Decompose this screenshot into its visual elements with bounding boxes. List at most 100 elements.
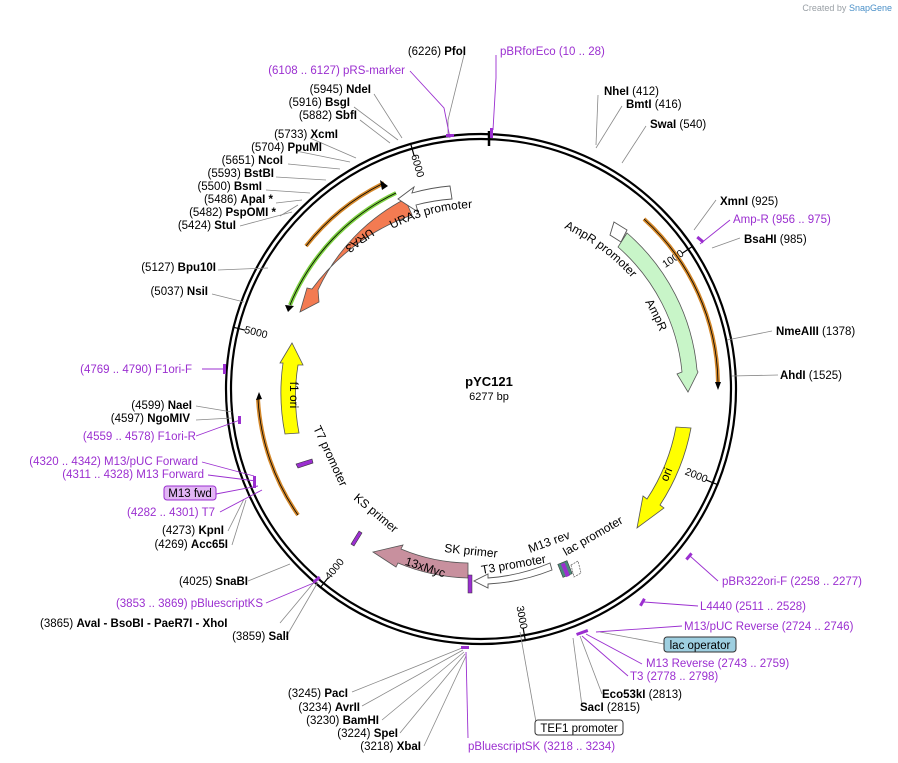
leader-nmeaiii [726, 330, 773, 341]
primer-pbluescriptsk[interactable]: pBluescriptSK (3218 .. 3234) [468, 741, 615, 753]
enzyme-site-left[interactable]: (5037) NsiI [150, 286, 208, 298]
t3-promoter[interactable] [472, 562, 553, 589]
line-amp-r [699, 219, 731, 245]
primer-site-marks [223, 128, 705, 649]
enzyme-site-left[interactable]: (3245) PacI [288, 688, 348, 700]
enzyme-site-left[interactable]: (5424) StuI [178, 220, 236, 232]
mark-pbr322ori-f [685, 552, 693, 561]
enzyme-name: PfoI [444, 46, 466, 58]
m13-rev-mark[interactable] [560, 562, 570, 578]
f1-ori-feature[interactable] [279, 342, 304, 435]
enzyme-site-left[interactable]: (4273) KpnI [162, 525, 224, 537]
plasmid-size: 6277 bp [469, 391, 509, 403]
primer-f1ori-r[interactable]: (4559 .. 4578) F1ori-R [83, 431, 196, 443]
enzyme-position: (5882) [299, 110, 335, 122]
enzyme-site-left[interactable]: (5882) SbfI [299, 110, 357, 122]
enzyme-site-right[interactable]: SacI (2815) [580, 702, 640, 714]
enzyme-position: (2815) [607, 702, 640, 714]
myc-tag[interactable] [371, 544, 469, 579]
enzyme-position: (5945) [310, 84, 346, 96]
enzyme-site-left[interactable]: (5704) PpuMI [251, 142, 322, 154]
leader-ppumi [295, 150, 351, 163]
lac-operator-box[interactable] [663, 636, 737, 653]
ks-primer-mark[interactable] [350, 530, 363, 547]
t7-promoter-mark[interactable] [295, 458, 314, 469]
enzyme-name: PpuMI [288, 142, 323, 154]
enzyme-site-left[interactable]: (5945) NdeI [310, 84, 371, 96]
lac-promoter-arrow[interactable] [570, 560, 582, 578]
enzyme-site-right[interactable]: Eco53kI (2813) [602, 689, 682, 701]
enzyme-name: StuI [214, 220, 236, 232]
enzyme-site-right[interactable]: AhdI (1525) [780, 370, 842, 382]
enzyme-site-left[interactable]: (5651) NcoI [222, 155, 283, 167]
primer-m13-puc-rev[interactable]: M13/pUC Reverse (2724 .. 2746) [684, 621, 854, 633]
enzyme-site-left[interactable]: (5127) Bpu10I [141, 262, 216, 274]
enzyme-site-left[interactable]: (3859) SalI [232, 631, 289, 643]
tick-label: 6000 [408, 153, 426, 179]
enzyme-site-right[interactable]: XmnI (925) [720, 196, 778, 208]
enzyme-position: (5500) [197, 181, 233, 193]
enzyme-site-left[interactable]: (4025) SnaBI [179, 576, 248, 588]
primer-name: M13/pUC Reverse [684, 621, 782, 633]
enzyme-site-left[interactable]: (5500) BsmI [197, 181, 262, 193]
primer-m13-puc-fwd[interactable]: (4320 .. 4342) M13/pUC Forward [29, 456, 198, 468]
enzyme-name: NgoMIV [147, 413, 190, 425]
enzyme-site-left[interactable]: (5486) ApaI * [204, 194, 274, 206]
primer-pbrforeco[interactable]: pBRforEco (10 .. 28) [500, 46, 605, 58]
enzyme-position: (5733) [274, 129, 310, 141]
enzyme-site-left[interactable]: (3218) XbaI [360, 741, 421, 753]
enzyme-site-multi[interactable]: (3865) AvaI - BsoBI - PaeR7I - XhoI [40, 618, 227, 630]
enzyme-site-right[interactable]: NheI (412) [604, 86, 659, 98]
enzyme-site-left[interactable]: (3234) AvrII [298, 702, 360, 714]
enzyme-site-right[interactable]: BmtI (416) [626, 99, 682, 111]
primer-range: (2724 .. 2746) [782, 621, 854, 633]
enzyme-site-left[interactable]: (5916) BsgI [289, 97, 350, 109]
enzyme-name: NheI [604, 86, 632, 98]
enzyme-name: NmeAIII [776, 326, 822, 338]
m13-fwd-box[interactable] [163, 485, 217, 501]
enzyme-site-left[interactable]: (4269) Acc65I [154, 539, 228, 551]
primer-pbr322ori-f[interactable]: pBR322ori-F (2258 .. 2277) [722, 576, 862, 588]
ura3-promoter[interactable] [397, 185, 453, 214]
primer-prs-marker[interactable]: (6108 .. 6127) pRS-marker [268, 65, 405, 77]
primer-range: (2258 .. 2277) [790, 576, 862, 588]
mark-l4440 [639, 598, 646, 607]
primer-t3[interactable]: T3 (2778 .. 2798) [630, 671, 718, 683]
enzyme-site-left[interactable]: (4599) NaeI [131, 400, 192, 412]
enzyme-site-left[interactable]: (4597) NgoMIV [111, 413, 191, 425]
enzyme-site-right[interactable]: SwaI (540) [650, 119, 706, 131]
enzyme-site-left[interactable]: (6226) PfoI [408, 46, 466, 58]
primer-m13-fwd[interactable]: (4311 .. 4328) M13 Forward [62, 469, 204, 481]
primer-pbluescriptks[interactable]: (3853 .. 3869) pBluescriptKS [116, 598, 263, 610]
tef1-promoter-box[interactable] [534, 719, 624, 736]
ampr-gene[interactable] [617, 232, 699, 393]
orange-arc-right-core [643, 218, 719, 384]
enzyme-name: - PaeR7I [147, 618, 196, 630]
primer-l4440[interactable]: L4440 (2511 .. 2528) [700, 601, 806, 613]
tick-mark [522, 628, 527, 642]
primer-name: pBluescriptKS [191, 598, 264, 610]
primer-amp-r[interactable]: Amp-R (956 .. 975) [733, 214, 831, 226]
enzyme-position: (5482) [189, 207, 225, 219]
primer-t7[interactable]: (4282 .. 4301) T7 [127, 507, 215, 519]
enzyme-site-right[interactable]: NmeAIII (1378) [776, 326, 855, 338]
ura3-gene[interactable] [299, 198, 413, 313]
primer-range: (2511 .. 2528) [735, 601, 806, 613]
line-m13-fwd [207, 474, 257, 482]
myc-primer-mark[interactable] [467, 574, 473, 594]
primer-range: (4559 .. 4578) [83, 431, 158, 443]
primer-m13-reverse[interactable]: M13 Reverse (2743 .. 2759) [646, 658, 789, 670]
enzyme-site-left[interactable]: (3224) SpeI [337, 728, 398, 740]
enzyme-site-left[interactable]: (5593) BstBI [208, 168, 274, 180]
enzyme-site-right[interactable]: BsaHI (985) [744, 234, 807, 246]
enzyme-site-left[interactable]: (5733) XcmI [274, 129, 338, 141]
primer-range: (2743 .. 2759) [718, 658, 790, 670]
primer-f1ori-f[interactable]: (4769 .. 4790) F1ori-F [80, 364, 192, 376]
ori-feature[interactable] [636, 426, 692, 529]
enzyme-name: NsiI [187, 286, 208, 298]
enzyme-name: PspOMI * [226, 207, 277, 219]
enzyme-site-left[interactable]: (5482) PspOMI * [189, 207, 276, 219]
enzyme-site-left[interactable]: (3230) BamHI [306, 715, 379, 727]
enzyme-position: (5037) [150, 286, 186, 298]
tick-mark [409, 142, 415, 156]
